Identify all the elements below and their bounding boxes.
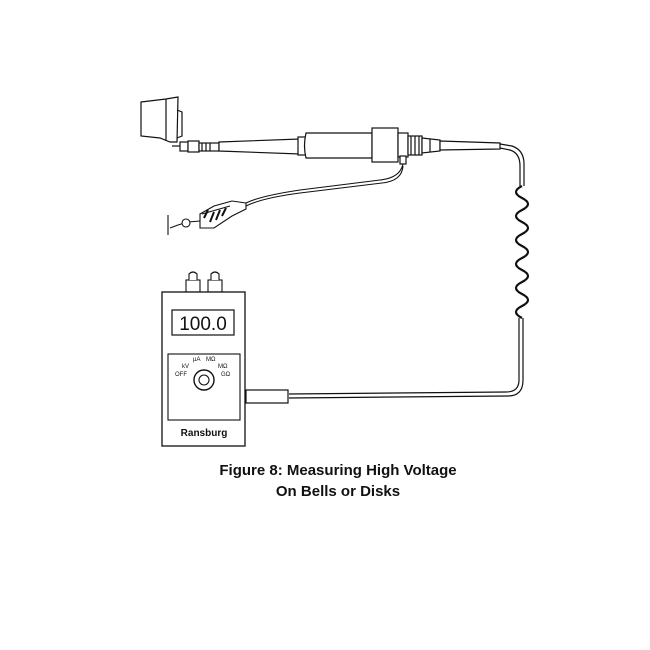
dial-label-kv: kV: [182, 364, 189, 370]
lcd-display: [171, 309, 235, 336]
high-voltage-probe: [172, 127, 501, 165]
meter-cable: [245, 143, 530, 404]
figure-caption-line1: Figure 8: Measuring High Voltage: [219, 462, 457, 479]
ground-clip: [167, 163, 404, 235]
display-value: 100.0: [179, 314, 227, 335]
dial-label-ua: µA: [193, 357, 200, 363]
meter-brand: Ransburg: [181, 428, 228, 439]
figure-caption-line2: On Bells or Disks: [275, 483, 401, 500]
meter-connectors: [185, 271, 223, 293]
bell-atomizer: [140, 96, 183, 143]
dial-label-gohm: GΩ: [221, 372, 231, 378]
dial-label-off: OFF: [175, 372, 187, 378]
voltmeter: 100.0 OFF kV µA MΩ MΩ GΩ Ransburg: [161, 271, 246, 447]
dial-label-mohm2: MΩ: [218, 364, 228, 370]
dial-label-mohm: MΩ: [206, 357, 216, 363]
